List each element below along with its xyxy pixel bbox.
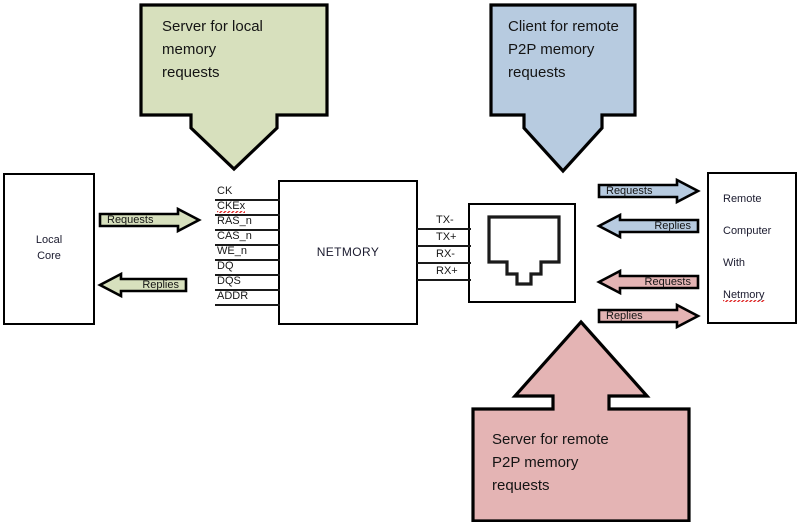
pin-label-rx-plus: RX+ bbox=[436, 265, 458, 277]
pin-label-dqs: DQS bbox=[217, 275, 241, 287]
annotation-server-remote-p2p: Server for remote P2P memory requests bbox=[470, 319, 692, 522]
pin-line-dqs bbox=[215, 289, 280, 291]
remote-line-4: Netmory bbox=[723, 288, 771, 304]
pin-line-we-n bbox=[215, 259, 280, 261]
pin-line-dq bbox=[215, 274, 280, 276]
remote-line-4-text: Netmory bbox=[723, 288, 765, 302]
pin-line-ras-n bbox=[215, 229, 280, 231]
pin-line-ckex bbox=[215, 214, 280, 216]
remote-line-2: Computer bbox=[723, 225, 772, 238]
pin-label-dq: DQ bbox=[217, 260, 234, 272]
netmory-label: NETMORY bbox=[316, 244, 380, 259]
pin-label-rx-minus: RX- bbox=[436, 248, 455, 260]
pin-line-rx-minus bbox=[417, 262, 471, 264]
local-core-label: Local Core bbox=[35, 234, 63, 262]
node-remote-computer: Remote Computer With Netmory bbox=[707, 172, 797, 324]
pin-line-tx-plus bbox=[417, 245, 471, 247]
flow-remote-server-replies: Replies bbox=[597, 302, 701, 330]
pin-label-ckex: CKEx bbox=[217, 200, 246, 213]
remote-line-3: With bbox=[723, 256, 745, 269]
pin-label-we-n: WE_n bbox=[217, 245, 247, 257]
remote-computer-label: Remote Computer With Netmory bbox=[709, 176, 771, 319]
pin-label-tx-plus: TX+ bbox=[436, 231, 457, 243]
pin-line-tx-minus bbox=[417, 228, 471, 230]
flow-remote-client-requests: Requests bbox=[597, 177, 701, 205]
node-local-core: Local Core bbox=[3, 173, 95, 325]
annotation-server-local-memory: Server for local memory requests bbox=[138, 2, 330, 172]
node-netmory: NETMORY bbox=[278, 180, 418, 325]
pin-line-addr bbox=[215, 304, 280, 306]
rj45-ethernet-jack-icon bbox=[470, 205, 574, 296]
annotation-client-remote-p2p: Client for remote P2P memory requests bbox=[488, 2, 638, 174]
flow-remote-server-requests: Requests bbox=[596, 268, 700, 296]
flow-local-requests: Requests bbox=[98, 206, 202, 234]
flow-local-replies: Replies bbox=[97, 271, 188, 299]
remote-line-1: Remote bbox=[723, 193, 762, 206]
pin-label-cas-n: CAS_n bbox=[217, 230, 252, 242]
pin-label-ck: CK bbox=[217, 185, 233, 197]
flow-remote-client-replies: Replies bbox=[596, 212, 700, 240]
pin-line-ck bbox=[215, 199, 280, 201]
rj45-jack-box bbox=[468, 203, 576, 303]
pin-label-tx-minus: TX- bbox=[436, 214, 454, 226]
pin-line-cas-n bbox=[215, 244, 280, 246]
pin-line-rx-plus bbox=[417, 279, 471, 281]
pin-label-addr: ADDR bbox=[217, 290, 249, 302]
pin-label-ras-n: RAS_n bbox=[217, 215, 252, 227]
